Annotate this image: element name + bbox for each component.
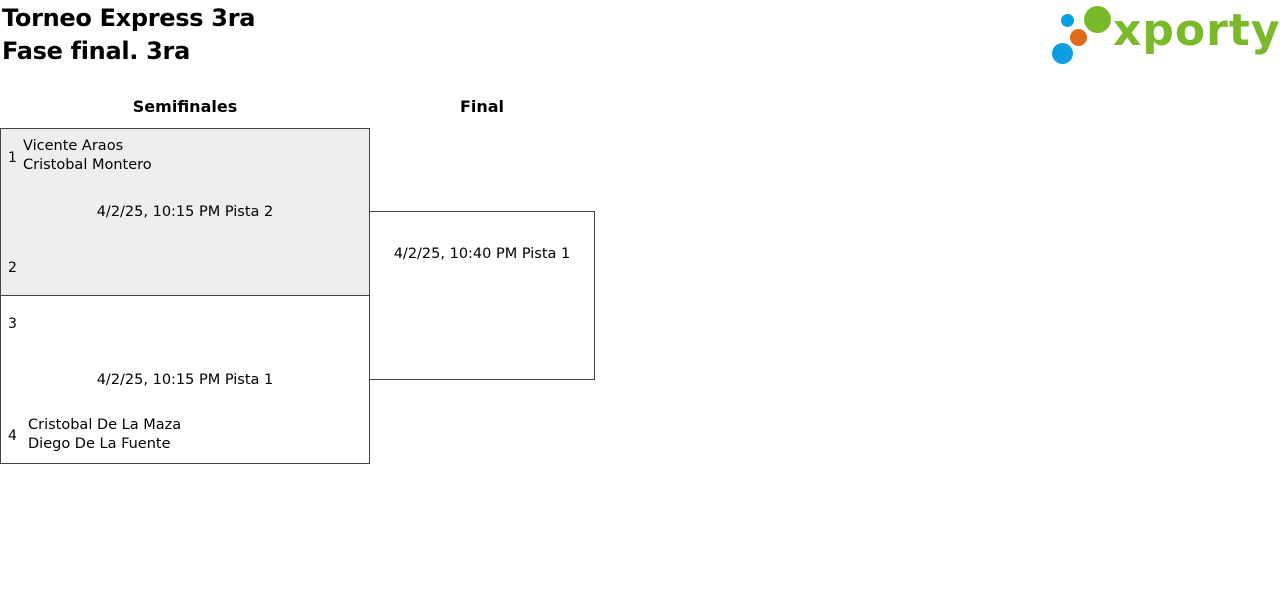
- player-name: Cristobal Montero: [23, 157, 152, 173]
- final-match[interactable]: 4/2/25, 10:40 PM Pista 1: [369, 211, 595, 380]
- semifinal-match-1[interactable]: 1 Vicente Araos Cristobal Montero 4/2/25…: [0, 128, 370, 296]
- seed-number: 4: [8, 428, 17, 444]
- match-schedule: 4/2/25, 10:40 PM Pista 1: [393, 246, 571, 262]
- match-schedule: 4/2/25, 10:15 PM Pista 1: [96, 372, 274, 388]
- team-names: Vicente Araos Cristobal Montero: [23, 137, 152, 175]
- phase-title: Fase final. 3ra: [2, 37, 190, 65]
- seed-number: 1: [8, 150, 17, 166]
- logo-dot-orange: [1070, 29, 1087, 46]
- xporty-logo[interactable]: xporty: [1050, 4, 1280, 66]
- semifinal-match-2[interactable]: 3 4/2/25, 10:15 PM Pista 1 4 Cristobal D…: [0, 295, 370, 464]
- seed-number: 3: [8, 316, 17, 332]
- player-name: Diego De La Fuente: [28, 436, 171, 452]
- logo-wordmark: xporty: [1113, 5, 1280, 56]
- player-name: Cristobal De La Maza: [28, 417, 182, 433]
- team-names: Cristobal De La Maza Diego De La Fuente: [28, 416, 181, 454]
- round-title-final: Final: [459, 97, 505, 116]
- logo-dot-blue-small: [1061, 14, 1074, 27]
- logo-dot-blue-large: [1052, 43, 1073, 64]
- player-name: Vicente Araos: [23, 138, 124, 154]
- page-title: Torneo Express 3ra Fase final. 3ra: [2, 2, 255, 68]
- match-schedule: 4/2/25, 10:15 PM Pista 2: [96, 204, 274, 220]
- seed-number: 2: [8, 260, 17, 276]
- logo-dot-green: [1084, 6, 1111, 33]
- tournament-title: Torneo Express 3ra: [2, 4, 256, 32]
- round-title-semifinals: Semifinales: [132, 97, 238, 116]
